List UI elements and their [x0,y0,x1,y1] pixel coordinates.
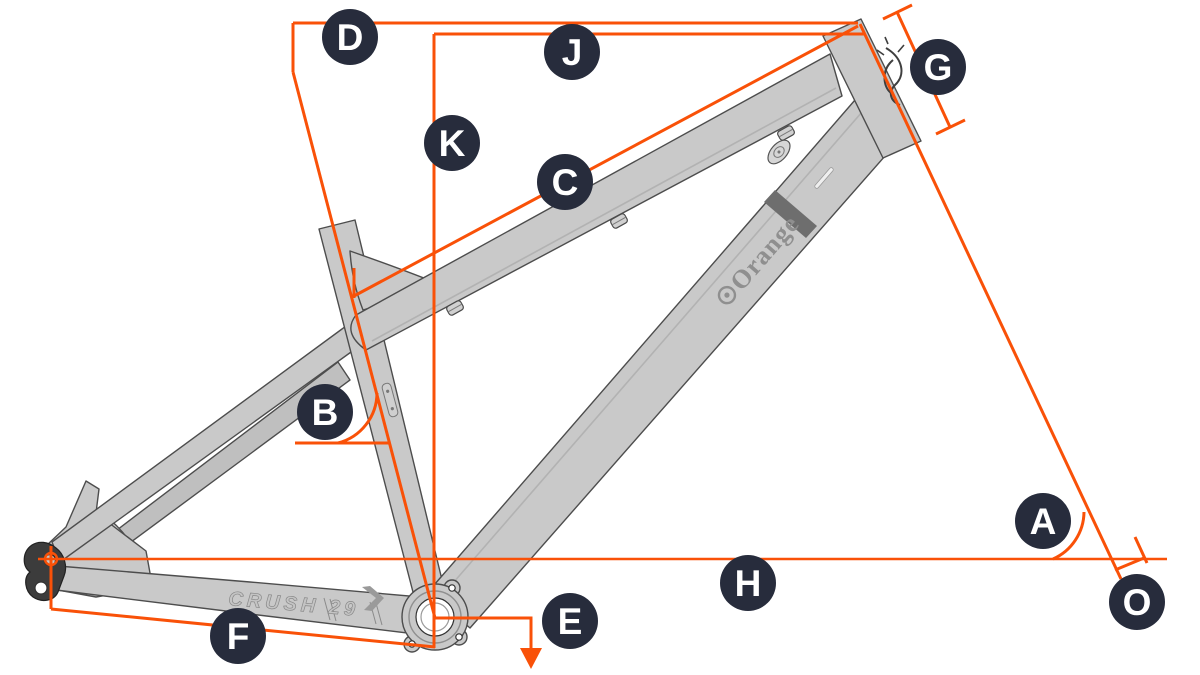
measure-line-O [1114,536,1149,572]
down-tube-band [764,190,817,238]
hanger-hole [34,581,48,595]
marker-letter-F: F [227,616,250,657]
head-tube-axis-line [858,23,1123,580]
cable-clip-icon [446,300,464,316]
chainstay-seams [323,597,383,626]
measurement-markers: A B C D E F G H J K O [210,9,1165,664]
measure-line-C [352,24,859,298]
cable-clip-icon [610,213,628,229]
marker-circle-J [544,24,600,80]
down-tube-button [767,139,791,165]
derailleur-hanger [23,541,67,602]
marker-letter-C: C [552,162,579,203]
marker-circle-D [322,9,378,65]
bike-frame: Orange CRUSH 29 [23,18,922,653]
marker-circle-E [542,593,598,649]
measure-arc-B [337,392,379,445]
marker-circle-O [1109,574,1165,630]
marker-letter-A: A [1030,501,1057,542]
measure-arc-A [1052,511,1086,561]
marker-circle-F [210,608,266,664]
marker-circle-K [424,115,480,171]
seat-tube-axis-line [291,71,437,619]
seat-tube-mount [381,382,399,418]
measure-line-D [291,21,858,72]
orange-roundel-icon [717,285,737,305]
marker-letter-D: D [337,17,364,58]
marker-circle-G [910,39,966,95]
down-tube-slit [814,167,834,189]
marker-letter-J: J [562,32,583,73]
marker-letter-G: G [924,47,953,88]
marker-circle-A [1015,493,1071,549]
rear-axle-marker [43,551,59,567]
marker-letter-H: H [735,563,762,604]
measurement-lines [38,3,1167,669]
marker-circle-C [537,154,593,210]
measure-arrow-E [520,648,542,669]
model-decal-chevron [362,586,384,611]
bb-ear-hole [455,633,463,641]
marker-circle-H [720,555,776,611]
bb-ear-hole [448,584,456,592]
measure-line-E [435,616,533,650]
top-tube-shade [371,87,837,342]
marker-letter-E: E [558,601,583,642]
marker-letter-K: K [439,123,466,164]
orange-roundel-dot [724,292,730,298]
head-tube [822,18,922,159]
down-tube-shade [439,111,863,599]
marker-circle-B [297,384,353,440]
marker-letter-B: B [312,392,339,433]
cable-clip-icon [777,125,795,141]
marker-letter-O: O [1123,582,1152,623]
